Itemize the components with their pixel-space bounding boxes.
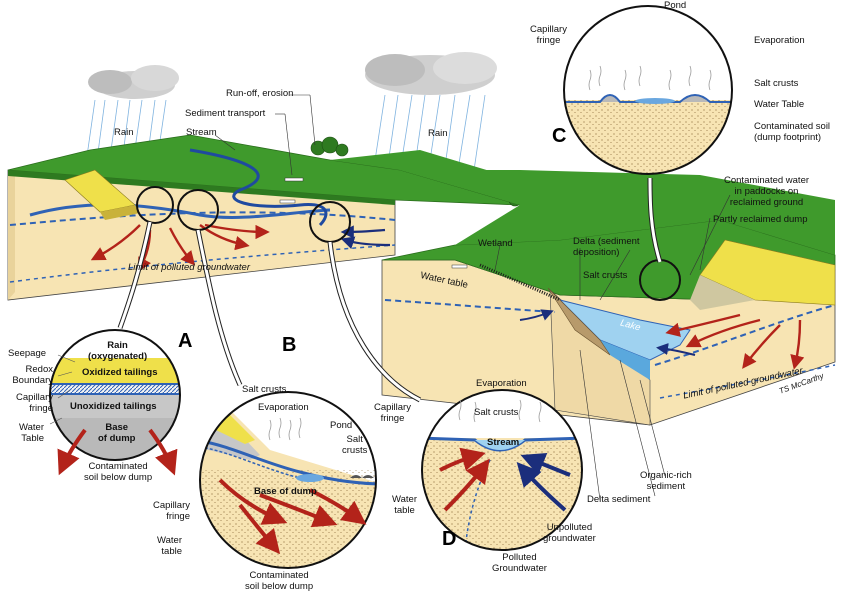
- inset-d-salt-crusts-label: Salt crusts: [474, 407, 519, 418]
- rain-left-label: Rain: [114, 127, 134, 138]
- inset-c-salt-crusts-label: Salt crusts: [754, 78, 799, 89]
- inset-c-evaporation-label: Evaporation: [754, 35, 805, 46]
- inset-d-stream-label: Stream: [487, 437, 520, 448]
- limit-polluted-left-label: Limit of polluted groundwater: [128, 262, 250, 273]
- inset-c-water-table-label: Water Table: [754, 99, 805, 110]
- inset-a-unoxidized-label: Unoxidized tailings: [70, 401, 157, 412]
- inset-b-pond-label: Pond: [330, 420, 353, 431]
- cloud-left-icon: [88, 65, 179, 99]
- inset-a-letter: A: [178, 330, 193, 352]
- salt-crusts-label: Salt crusts: [583, 270, 628, 281]
- stream-label: Stream: [186, 127, 217, 138]
- inset-c-contaminated-label: Contaminated soil(dump footprint): [754, 121, 831, 143]
- inset-a-seepage-label: Seepage: [8, 348, 47, 359]
- wetland-label: Wetland: [478, 238, 513, 249]
- inset-a-rain-label: Rain(oxygenated): [88, 340, 148, 362]
- inset-c-art: [564, 6, 732, 174]
- right-block: [381, 170, 836, 426]
- inset-d-letter: D: [442, 528, 457, 550]
- inset-b-base-label: Base of dump: [254, 486, 317, 497]
- inset-c-letter: C: [552, 125, 567, 147]
- inset-d-evaporation-label: Evaporation: [476, 378, 527, 389]
- cloud-right-icon: [365, 52, 497, 95]
- delta-sediment-label: Delta sediment: [587, 494, 651, 505]
- runoff-label: Run-off, erosion: [226, 88, 294, 99]
- inset-b-evaporation-label: Evaporation: [258, 402, 309, 413]
- rain-right-label: Rain: [428, 128, 448, 139]
- inset-b-letter: B: [282, 334, 297, 356]
- inset-a-oxidized-label: Oxidized tailings: [82, 367, 158, 378]
- sediment-transport-label: Sediment transport: [185, 108, 266, 119]
- inset-c-pond-label: Pond: [664, 0, 687, 11]
- inset-b-salt-crusts-label: Salt crusts: [242, 384, 287, 395]
- partly-reclaimed-label: Partly reclaimed dump: [713, 214, 808, 225]
- inset-b-art: [200, 392, 376, 568]
